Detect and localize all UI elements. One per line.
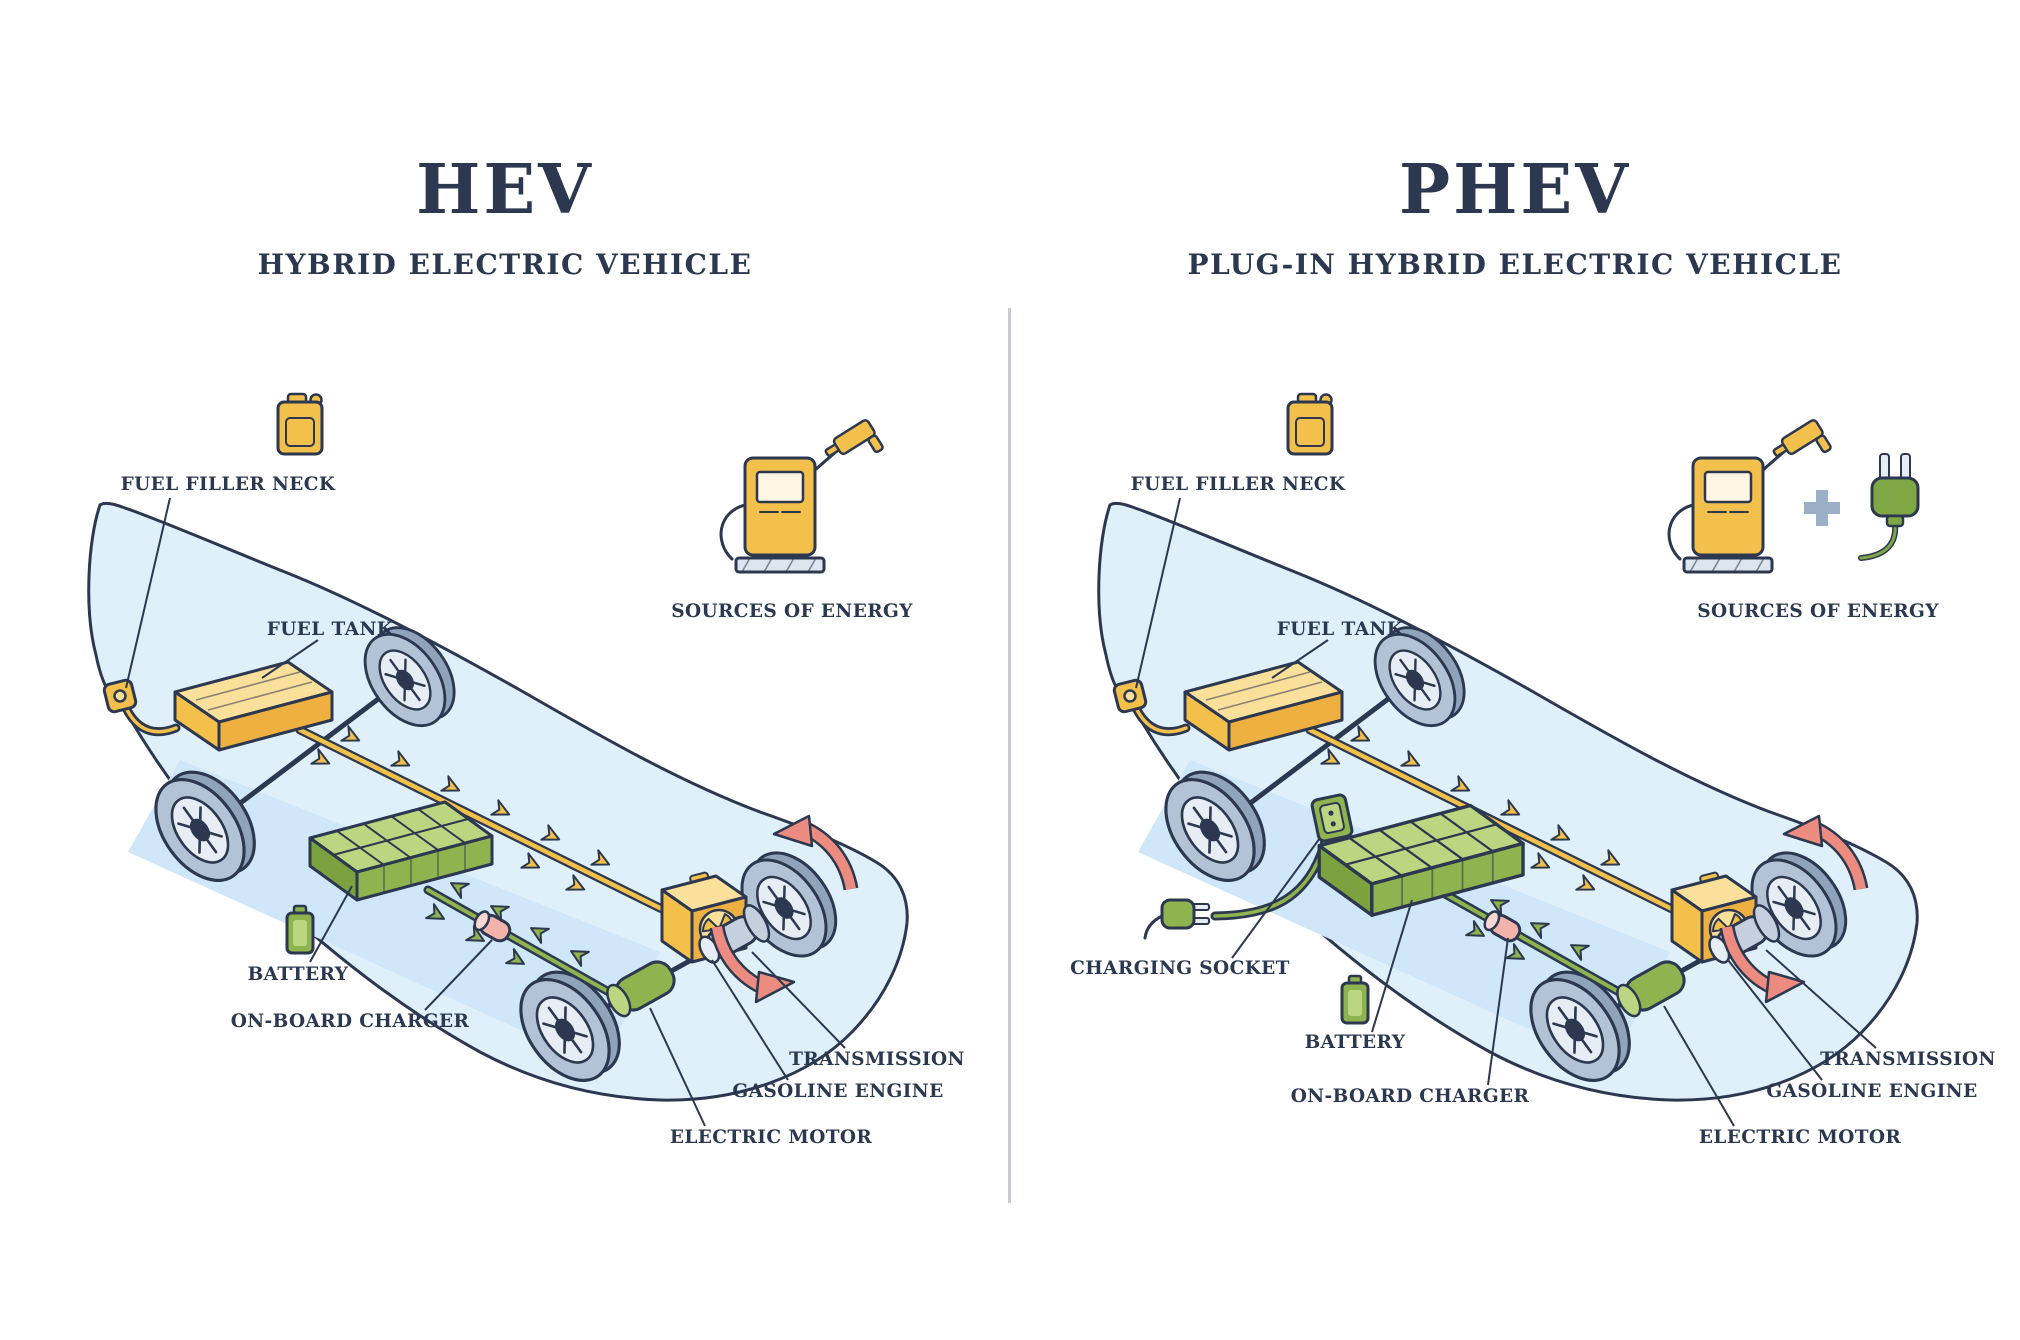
label-electric-motor: ELECTRIC MOTOR: [1699, 1127, 1902, 1148]
label-fuel-filler-neck: FUEL FILLER NECK: [1131, 474, 1346, 495]
panel-phev: PHEV PLUG-IN HYBRID ELECTRIC VEHICLE: [1010, 0, 2020, 1340]
pump-nozzle-icon: [824, 419, 884, 458]
leader-battery: [309, 885, 353, 963]
fuel-filler-tube: [121, 703, 181, 737]
label-sources-of-energy: SOURCES OF ENERGY: [671, 601, 913, 622]
panel-subtitle-hev: HYBRID ELECTRIC VEHICLE: [257, 248, 753, 281]
label-on-board-charger: ON-BOARD CHARGER: [1291, 1086, 1530, 1107]
label-fuel-filler-neck: FUEL FILLER NECK: [121, 474, 336, 495]
panel-title-hev: HEV: [416, 150, 594, 230]
leader-electric-motor: [1663, 1005, 1735, 1127]
label-transmission: TRANSMISSION: [789, 1049, 965, 1070]
label-gasoline-engine: GASOLINE ENGINE: [1766, 1081, 1977, 1102]
fuel-line: [295, 725, 673, 917]
fuel-pump-icon: [1667, 419, 1832, 574]
label-transmission: TRANSMISSION: [1820, 1049, 1996, 1070]
leader-fuel-filler-neck: [125, 497, 171, 689]
leader-on-board-charger: [424, 939, 493, 1011]
leader-on-board-charger: [1487, 937, 1509, 1086]
label-battery: BATTERY: [1305, 1032, 1406, 1053]
label-sources-of-energy: SOURCES OF ENERGY: [1697, 601, 1939, 622]
electric-plug-icon: [1858, 453, 1920, 561]
jerry-can-icon: [1286, 392, 1334, 456]
label-electric-motor: ELECTRIC MOTOR: [670, 1127, 873, 1148]
leader-fuel-filler-neck: [1135, 497, 1181, 689]
leader-gasoline-engine: [711, 959, 789, 1081]
leader-electric-motor: [649, 1007, 706, 1127]
fuel-pump-icon: [719, 419, 884, 574]
phev-illustration: FUEL FILLER NECK FUEL TANK SOURCES OF EN…: [1070, 392, 1996, 1148]
pump-nozzle-icon: [1772, 419, 1832, 458]
charging-plug-icon: [1143, 898, 1210, 940]
battery-icon: [1340, 974, 1370, 1025]
jerry-can-icon: [276, 392, 324, 456]
fuel-filler-cap: [102, 678, 138, 714]
panel-subtitle-phev: PLUG-IN HYBRID ELECTRIC VEHICLE: [1187, 248, 1843, 281]
fuel-tank: [173, 660, 334, 752]
panel-title-phev: PHEV: [1399, 150, 1631, 230]
panel-hev: HEV HYBRID ELECTRIC VEHICLE: [87, 150, 965, 1148]
electric-line: [1433, 885, 1631, 1001]
fuel-tank: [1183, 660, 1344, 752]
on-board-charger: [1483, 910, 1522, 943]
charging-socket: [1310, 793, 1354, 843]
leader-transmission: [751, 951, 846, 1049]
battery-pack: [308, 800, 494, 902]
fuel-filler-cap: [1112, 678, 1148, 714]
leader-battery: [1371, 899, 1413, 1033]
label-gasoline-engine: GASOLINE ENGINE: [732, 1081, 943, 1102]
label-charging-socket: CHARGING SOCKET: [1070, 958, 1290, 979]
panel-divider: [1008, 308, 1011, 1203]
wheel-rotation-arrows: [1719, 814, 1869, 1004]
electric-line: [423, 885, 621, 1001]
battery-pack: [1317, 803, 1525, 917]
plus-icon: [1804, 490, 1840, 526]
leader-fuel-tank: [1271, 639, 1329, 679]
leader-fuel-tank: [261, 639, 319, 679]
electric-motor: [606, 960, 676, 1018]
leader-gasoline-engine: [1727, 959, 1823, 1081]
battery-icon: [285, 904, 315, 955]
leader-charging-socket: [1231, 837, 1321, 959]
label-fuel-tank: FUEL TANK: [1277, 619, 1404, 640]
hev-illustration: FUEL FILLER NECK FUEL TANK SOURCES OF EN…: [87, 392, 965, 1148]
wheel-rotation-arrows: [709, 814, 859, 1004]
label-on-board-charger: ON-BOARD CHARGER: [231, 1011, 470, 1032]
leader-transmission: [1765, 949, 1877, 1049]
electric-motor: [1616, 960, 1686, 1018]
label-battery: BATTERY: [248, 964, 349, 985]
fuel-filler-tube: [1131, 703, 1191, 737]
label-fuel-tank: FUEL TANK: [267, 619, 394, 640]
